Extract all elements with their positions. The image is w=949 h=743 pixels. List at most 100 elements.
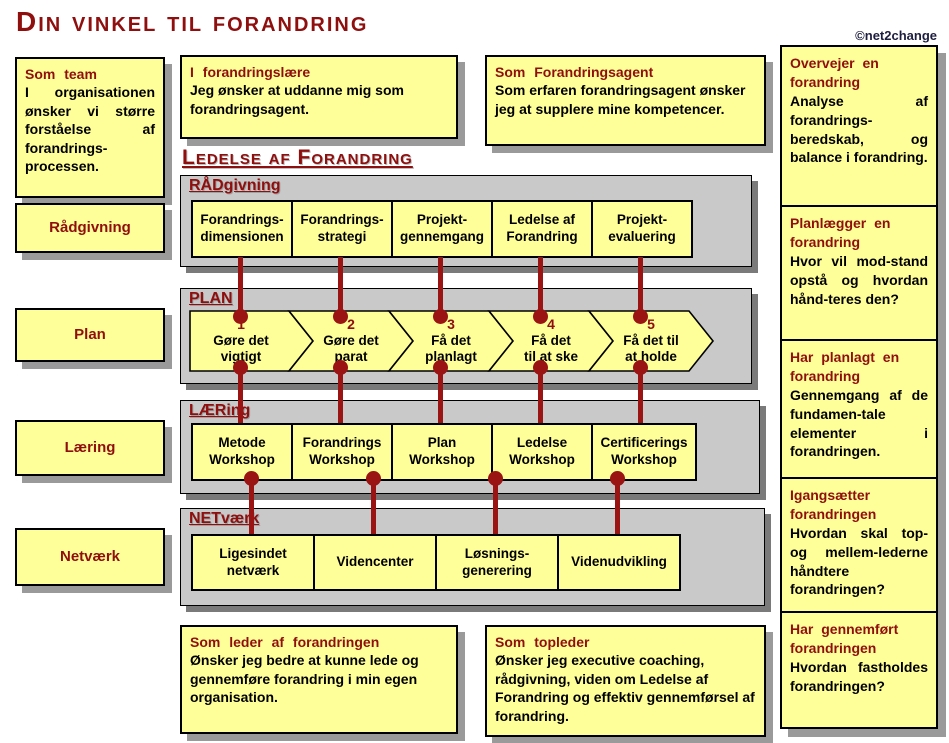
connector-line bbox=[638, 368, 643, 423]
connector-dot bbox=[610, 471, 625, 486]
connector-dot bbox=[533, 360, 548, 375]
plan-step-number: 2 bbox=[347, 316, 355, 333]
phase-card-planlaegger: Planlægger en forandring Hvor vil mod-st… bbox=[780, 205, 938, 341]
left-label-netvaerk: Netværk bbox=[15, 528, 165, 586]
plan-step: 3 Få det planlagt bbox=[403, 310, 499, 372]
connector-dot bbox=[633, 360, 648, 375]
plan-step-number: 1 bbox=[237, 316, 245, 333]
raadgivning-item: Projekt- evaluering bbox=[591, 200, 693, 258]
connector-line bbox=[249, 479, 254, 534]
card-title: I forandringslære bbox=[190, 64, 311, 80]
page-title: Din vinkel til forandring bbox=[16, 6, 369, 37]
panel-header-netvaerk: NETværk bbox=[189, 510, 260, 527]
plan-arrow-strip: 1 Gøre det vigtigt 2 Gøre det parat 3 Få… bbox=[189, 310, 729, 372]
card-body: Som erfaren forandringsagent ønsker jeg … bbox=[495, 82, 746, 117]
netvaerk-item: Ligesindet netværk bbox=[191, 534, 315, 591]
panel-plan: PLAN 1 Gøre det vigtigt 2 Gøre det parat… bbox=[180, 288, 752, 384]
netvaerk-item: Løsnings- generering bbox=[435, 534, 559, 591]
panel-laering: LÆRing Metode Workshop Forandrings Works… bbox=[180, 400, 760, 494]
persona-card-forandringslaere: I forandringslære Jeg ønsker at uddanne … bbox=[180, 55, 458, 139]
netvaerk-item: Videnudvikling bbox=[557, 534, 681, 591]
card-title: Som Forandringsagent bbox=[495, 64, 654, 80]
persona-card-forandringsagent: Som Forandringsagent Som erfaren forandr… bbox=[485, 55, 766, 146]
raadgivning-row: Forandrings- dimensionen Forandrings- st… bbox=[191, 200, 693, 258]
card-body: Hvordan fastholdes forandringen? bbox=[790, 658, 928, 694]
card-title: Som topleder bbox=[495, 634, 590, 650]
phase-card-har-planlagt: Har planlagt en forandring Gennemgang af… bbox=[780, 339, 938, 479]
phase-card-overvejer: Overvejer en forandring Analyse af foran… bbox=[780, 45, 938, 207]
left-label-plan: Plan bbox=[15, 308, 165, 362]
connector-dot bbox=[433, 360, 448, 375]
left-label-laering: Læring bbox=[15, 420, 165, 476]
netvaerk-row: Ligesindet netværk Videncenter Løsnings-… bbox=[191, 534, 681, 591]
plan-step-number: 5 bbox=[647, 316, 655, 333]
card-title: Har planlagt en forandring bbox=[790, 349, 900, 384]
card-body: Hvor vil mod-stand opstå og hvordan hånd… bbox=[790, 252, 928, 307]
card-title: Som team bbox=[25, 66, 97, 82]
connector-dot bbox=[366, 471, 381, 486]
plan-step-label: Få det planlagt bbox=[425, 332, 477, 364]
card-title: Har gennemført forandringen bbox=[790, 621, 899, 656]
card-body: I organisationen ønsker vi større forstå… bbox=[25, 84, 155, 175]
persona-card-team: Som team I organisationen ønsker vi stør… bbox=[15, 57, 165, 198]
panel-header-plan: PLAN bbox=[189, 290, 233, 307]
connector-line bbox=[338, 257, 343, 318]
connector-line bbox=[493, 479, 498, 534]
connector-line bbox=[338, 368, 343, 423]
section-heading: Ledelse af Forandring bbox=[182, 146, 413, 169]
card-body: Analyse af forandrings-beredskab, og bal… bbox=[790, 92, 928, 166]
plan-step-number: 3 bbox=[447, 316, 455, 333]
left-label-raadgivning: Rådgivning bbox=[15, 203, 165, 253]
connector-line bbox=[615, 479, 620, 534]
workshop-item-certificering: Certificerings Workshop bbox=[591, 423, 697, 481]
connector-dot bbox=[488, 471, 503, 486]
card-body: Hvordan skal top- og mellem-lederne hånd… bbox=[790, 524, 928, 598]
plan-step-label: Gøre det vigtigt bbox=[213, 332, 269, 364]
connector-line bbox=[538, 368, 543, 423]
connector-line bbox=[438, 257, 443, 318]
connector-line bbox=[238, 368, 243, 423]
copyright-notice: ©net2change bbox=[855, 28, 937, 43]
plan-step: 4 Få det til at ske bbox=[503, 310, 599, 372]
card-body: Jeg ønsker at uddanne mig som forandring… bbox=[190, 82, 404, 117]
card-title: Igangsætter forandringen bbox=[790, 487, 877, 522]
phase-card-igangsaetter: Igangsætter forandringen Hvordan skal to… bbox=[780, 477, 938, 613]
plan-step-label: Få det til at ske bbox=[523, 332, 579, 364]
workshop-item: Metode Workshop bbox=[191, 423, 293, 481]
raadgivning-item: Ledelse af Forandring bbox=[491, 200, 593, 258]
connector-line bbox=[538, 257, 543, 318]
card-title: Overvejer en forandring bbox=[790, 55, 879, 90]
card-title: Som leder af forandringen bbox=[190, 634, 380, 650]
connector-line bbox=[638, 257, 643, 318]
workshop-item: Ledelse Workshop bbox=[491, 423, 593, 481]
persona-card-topleder: Som topleder Ønsker jeg executive coachi… bbox=[485, 625, 766, 737]
plan-step: 1 Gøre det vigtigt bbox=[193, 310, 289, 372]
connector-dot bbox=[233, 309, 248, 324]
connector-line bbox=[438, 368, 443, 423]
plan-step: 5 Få det til at holde bbox=[603, 310, 699, 372]
connector-line bbox=[371, 479, 376, 534]
panel-raadgivning: RÅDgivning Forandrings- dimensionen Fora… bbox=[180, 175, 752, 267]
card-body: Ønsker jeg bedre at kunne lede og gennem… bbox=[190, 652, 419, 706]
right-phase-column: Overvejer en forandring Analyse af foran… bbox=[780, 45, 938, 729]
plan-step-number: 4 bbox=[547, 316, 555, 333]
raadgivning-item: Forandrings- strategi bbox=[291, 200, 393, 258]
panel-netvaerk: NETværk Ligesindet netværk Videncenter L… bbox=[180, 508, 765, 606]
raadgivning-item: Projekt- gennemgang bbox=[391, 200, 493, 258]
card-title: Planlægger en forandring bbox=[790, 215, 891, 250]
card-body: Gennemgang af de fundamen-tale elementer… bbox=[790, 386, 928, 460]
persona-card-leder: Som leder af forandringen Ønsker jeg bed… bbox=[180, 625, 458, 734]
plan-step-label: Få det til at holde bbox=[623, 332, 679, 364]
card-body: Ønsker jeg executive coaching, rådgivnin… bbox=[495, 652, 755, 724]
workshop-item: Plan Workshop bbox=[391, 423, 493, 481]
chevron-shapes bbox=[189, 310, 715, 372]
raadgivning-item: Forandrings- dimensionen bbox=[191, 200, 293, 258]
connector-dot bbox=[333, 309, 348, 324]
connector-dot bbox=[433, 309, 448, 324]
plan-step-label: Gøre det parat bbox=[323, 332, 379, 364]
plan-step: 2 Gøre det parat bbox=[303, 310, 399, 372]
connector-dot bbox=[333, 360, 348, 375]
connector-dot bbox=[533, 309, 548, 324]
netvaerk-item: Videncenter bbox=[313, 534, 437, 591]
